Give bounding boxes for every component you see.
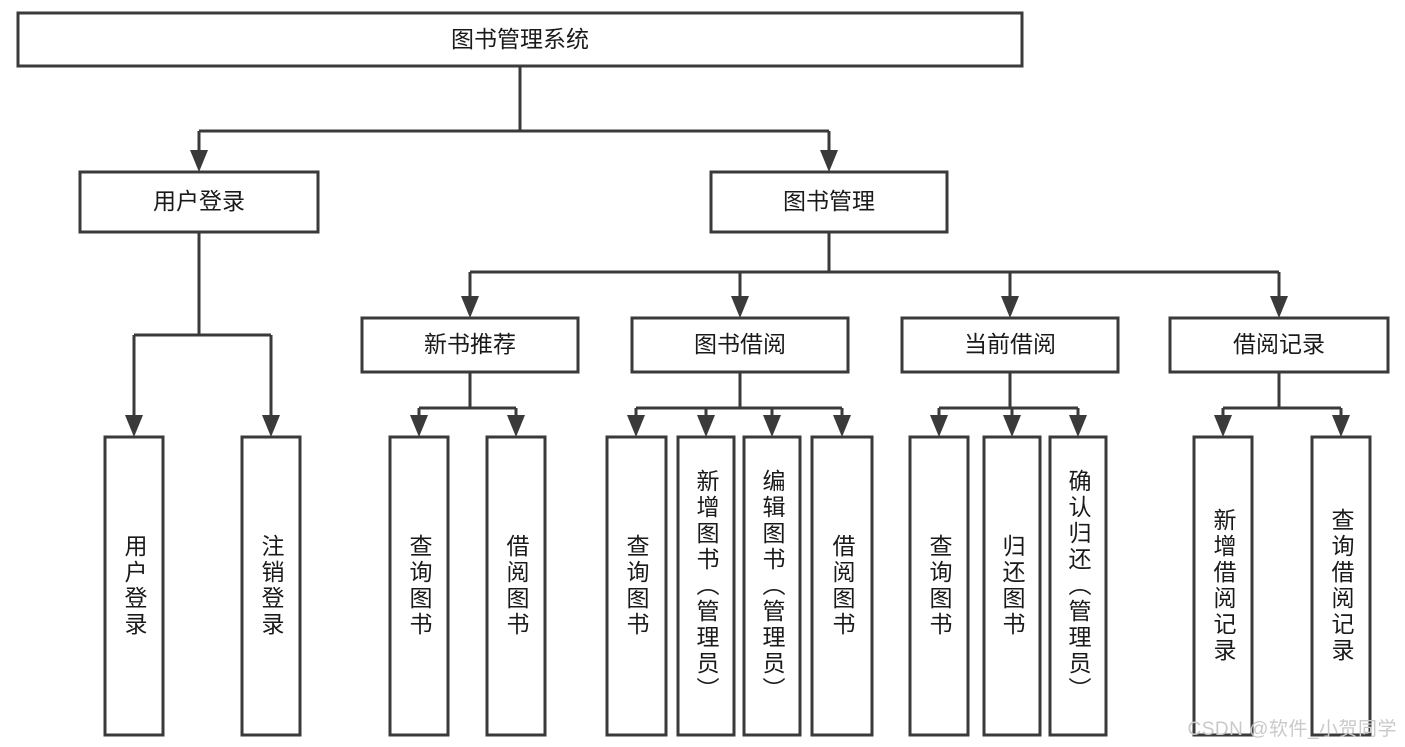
connector-layer	[125, 66, 1350, 437]
node-root[interactable]: 图书管理系统	[16, 11, 1024, 68]
arrow-to-leaf-rec-query-book	[410, 415, 428, 437]
node-leaf-user-login-box[interactable]	[103, 435, 165, 737]
arrow-to-leaf-current-query-book	[930, 415, 948, 437]
node-leaf-record-add-box[interactable]	[1192, 435, 1254, 737]
node-book-manage-box[interactable]	[709, 170, 949, 234]
arrow-to-leaf-borrow-borrow-book	[833, 415, 851, 437]
node-book-borrow[interactable]: 图书借阅	[630, 316, 850, 374]
node-leaf-borrow-query-book-label: 查询图书	[623, 534, 650, 638]
node-leaf-user-login-label: 用户登录	[121, 534, 148, 638]
arrow-to-leaf-user-logout	[262, 415, 280, 437]
node-leaf-borrow-add-book-label: 新增图书（管理员）	[693, 469, 720, 703]
node-new-book-rec-label: 新书推荐	[424, 331, 516, 357]
arrow-to-user-login	[190, 150, 208, 172]
node-current-borrow-box[interactable]	[900, 316, 1120, 374]
node-user-login[interactable]: 用户登录	[78, 170, 320, 234]
node-leaf-borrow-borrow-book-label: 借阅图书	[829, 534, 856, 638]
node-leaf-current-query-book-label: 查询图书	[926, 534, 953, 638]
node-leaf-record-query-box[interactable]	[1310, 435, 1372, 737]
node-leaf-rec-borrow-book[interactable]: 借阅图书	[485, 435, 547, 737]
node-borrow-record-label: 借阅记录	[1233, 331, 1325, 357]
node-leaf-borrow-borrow-book[interactable]: 借阅图书	[810, 435, 874, 737]
node-leaf-borrow-query-book[interactable]: 查询图书	[605, 435, 668, 737]
arrow-to-leaf-record-query	[1332, 415, 1350, 437]
node-leaf-record-add[interactable]: 新增借阅记录	[1192, 435, 1254, 737]
arrow-to-current-borrow	[1001, 296, 1019, 318]
node-book-manage[interactable]: 图书管理	[709, 170, 949, 234]
node-leaf-borrow-add-book-box[interactable]	[676, 435, 736, 737]
arrow-to-borrow-record	[1270, 296, 1288, 318]
node-book-manage-label: 图书管理	[783, 188, 875, 214]
node-borrow-record-box[interactable]	[1168, 316, 1390, 374]
arrow-to-leaf-current-confirm-return	[1069, 415, 1087, 437]
node-leaf-user-logout[interactable]: 注销登录	[240, 435, 302, 737]
node-leaf-current-confirm-return-label: 确认归还（管理员）	[1065, 469, 1092, 703]
arrow-to-leaf-borrow-add-book	[697, 415, 715, 437]
node-current-borrow[interactable]: 当前借阅	[900, 316, 1120, 374]
arrow-to-leaf-user-login	[125, 415, 143, 437]
arrow-to-leaf-rec-borrow-book	[507, 415, 525, 437]
node-user-login-box[interactable]	[78, 170, 320, 234]
node-leaf-borrow-edit-book-label: 编辑图书（管理员）	[759, 469, 786, 703]
node-leaf-borrow-add-book[interactable]: 新增图书（管理员）	[676, 435, 736, 737]
arrow-to-new-book-rec	[461, 296, 479, 318]
node-leaf-current-confirm-return-box[interactable]	[1048, 435, 1108, 737]
node-leaf-rec-query-book-label: 查询图书	[406, 534, 433, 638]
node-leaf-user-logout-label: 注销登录	[258, 534, 285, 638]
node-leaf-rec-query-book[interactable]: 查询图书	[388, 435, 450, 737]
leaf-layer: 用户登录 注销登录 查询图书 借阅图书 查询图书 新增图书（管理员） 编辑图书（…	[103, 435, 1372, 737]
arrow-to-leaf-current-return-book	[1003, 415, 1021, 437]
arrow-to-leaf-record-add	[1214, 415, 1232, 437]
node-leaf-user-login[interactable]: 用户登录	[103, 435, 165, 737]
node-user-login-label: 用户登录	[153, 188, 245, 214]
node-current-borrow-label: 当前借阅	[964, 331, 1056, 357]
node-leaf-borrow-query-book-box[interactable]	[605, 435, 668, 737]
node-book-borrow-box[interactable]	[630, 316, 850, 374]
node-leaf-current-return-book-box[interactable]	[982, 435, 1042, 737]
node-new-book-rec-box[interactable]	[360, 316, 580, 374]
node-leaf-record-add-label: 新增借阅记录	[1210, 508, 1237, 664]
node-new-book-rec[interactable]: 新书推荐	[360, 316, 580, 374]
arrow-to-leaf-borrow-query-book	[627, 415, 645, 437]
node-leaf-record-query-label: 查询借阅记录	[1328, 508, 1355, 664]
node-book-borrow-label: 图书借阅	[694, 331, 786, 357]
node-leaf-current-query-book[interactable]: 查询图书	[908, 435, 970, 737]
node-borrow-record[interactable]: 借阅记录	[1168, 316, 1390, 374]
node-leaf-borrow-edit-book-box[interactable]	[742, 435, 802, 737]
node-leaf-rec-borrow-book-box[interactable]	[485, 435, 547, 737]
arrow-to-book-manage	[820, 150, 838, 172]
node-leaf-current-query-book-box[interactable]	[908, 435, 970, 737]
node-root-box[interactable]	[16, 11, 1024, 68]
arrow-to-book-borrow	[731, 296, 749, 318]
node-root-label: 图书管理系统	[451, 26, 589, 52]
node-leaf-current-return-book[interactable]: 归还图书	[982, 435, 1042, 737]
node-leaf-rec-borrow-book-label: 借阅图书	[503, 534, 530, 638]
node-leaf-rec-query-book-box[interactable]	[388, 435, 450, 737]
arrow-to-leaf-borrow-edit-book	[763, 415, 781, 437]
node-leaf-borrow-borrow-book-box[interactable]	[810, 435, 874, 737]
node-leaf-current-confirm-return[interactable]: 确认归还（管理员）	[1048, 435, 1108, 737]
node-leaf-current-return-book-label: 归还图书	[999, 534, 1026, 638]
node-leaf-borrow-edit-book[interactable]: 编辑图书（管理员）	[742, 435, 802, 737]
node-leaf-user-logout-box[interactable]	[240, 435, 302, 737]
node-leaf-record-query[interactable]: 查询借阅记录	[1310, 435, 1372, 737]
